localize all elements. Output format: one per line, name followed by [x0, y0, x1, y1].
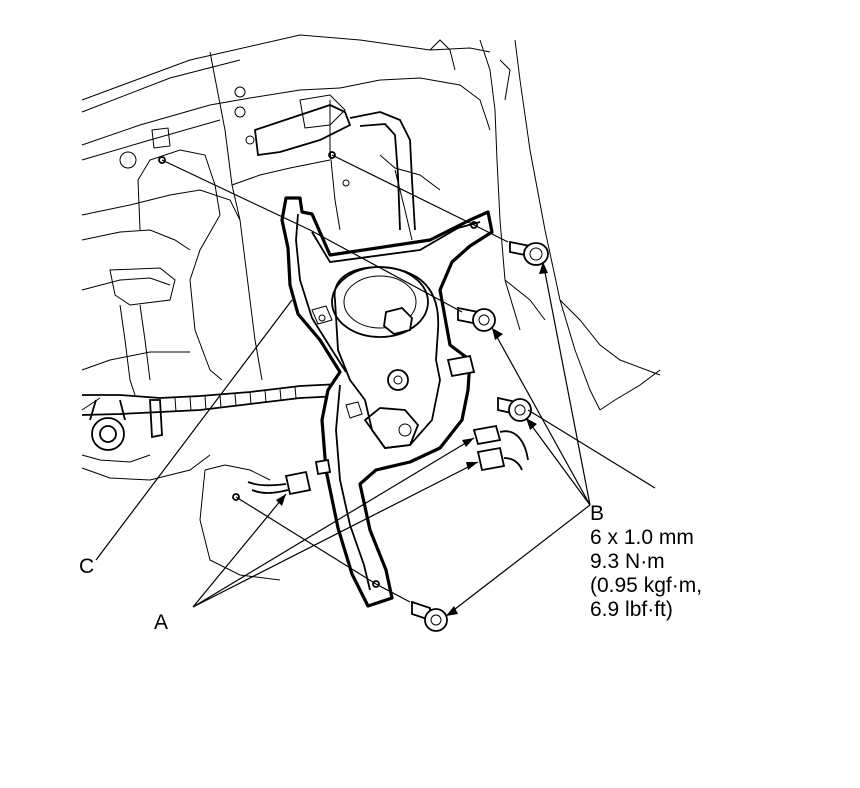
- alignment-lines: [161, 154, 656, 603]
- torque-kgf-spec: (0.95 kgf·m,: [590, 574, 703, 597]
- torque-lbf-spec: 6.9 lbf·ft): [590, 598, 673, 621]
- leader-lines: [95, 261, 591, 617]
- connectors: [247, 354, 529, 496]
- bolt-upper-right: [509, 240, 549, 266]
- motor-assembly: [311, 266, 441, 449]
- mounting-holes: [158, 151, 478, 588]
- callout-b-group: B 6 x 1.0 mm 9.3 N·m (0.95 kgf·m, 6.9 lb…: [590, 502, 702, 622]
- callout-label-c: C: [79, 555, 95, 578]
- upper-cable: [254, 104, 441, 241]
- torque-nm-spec: 9.3 N·m: [590, 550, 665, 573]
- bolt-size-spec: 6 x 1.0 mm: [590, 526, 694, 549]
- wire-harness: [81, 267, 341, 451]
- callout-label-a: A: [154, 611, 169, 634]
- bolt-lower-right: [497, 396, 532, 422]
- bolt-middle: [457, 306, 496, 332]
- bolt-bottom: [411, 600, 448, 632]
- callout-label-b: B: [590, 502, 605, 525]
